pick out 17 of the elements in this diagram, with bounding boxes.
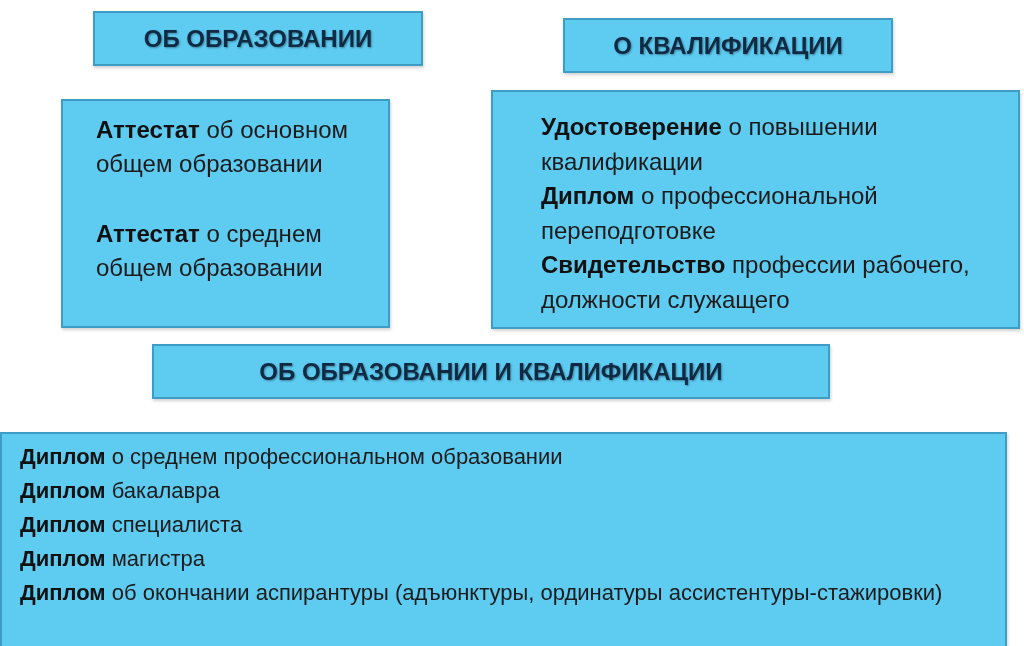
document-item: Диплом магистра bbox=[20, 545, 206, 573]
section-heading: О КВАЛИФИКАЦИИ bbox=[613, 31, 843, 60]
document-item: Диплом об окончании аспирантуры (адъюнктуры, ординатуры ассистентуры-стажировки) bbox=[20, 579, 944, 607]
document-list-box bbox=[61, 99, 390, 328]
document-list-box bbox=[0, 432, 1007, 646]
section-heading: ОБ ОБРАЗОВАНИИ bbox=[143, 24, 373, 53]
document-item: Диплом специалиста bbox=[20, 511, 244, 539]
document-item: Диплом бакалавра bbox=[20, 477, 221, 505]
heading-box bbox=[152, 344, 830, 399]
document-item: Аттестат об основном общем образовании bbox=[96, 115, 349, 179]
document-item: Аттестат о среднем общем образовании bbox=[96, 219, 324, 283]
section-heading: ОБ ОБРАЗОВАНИИ И КВАЛИФИКАЦИИ bbox=[259, 357, 723, 386]
document-item: Свидетельство профессии рабочего, должности служащего bbox=[541, 250, 971, 315]
heading-box bbox=[563, 18, 893, 73]
document-list-box bbox=[491, 90, 1020, 329]
heading-box bbox=[93, 11, 423, 66]
document-item: Диплом о среднем профессиональном образовании bbox=[20, 443, 564, 471]
